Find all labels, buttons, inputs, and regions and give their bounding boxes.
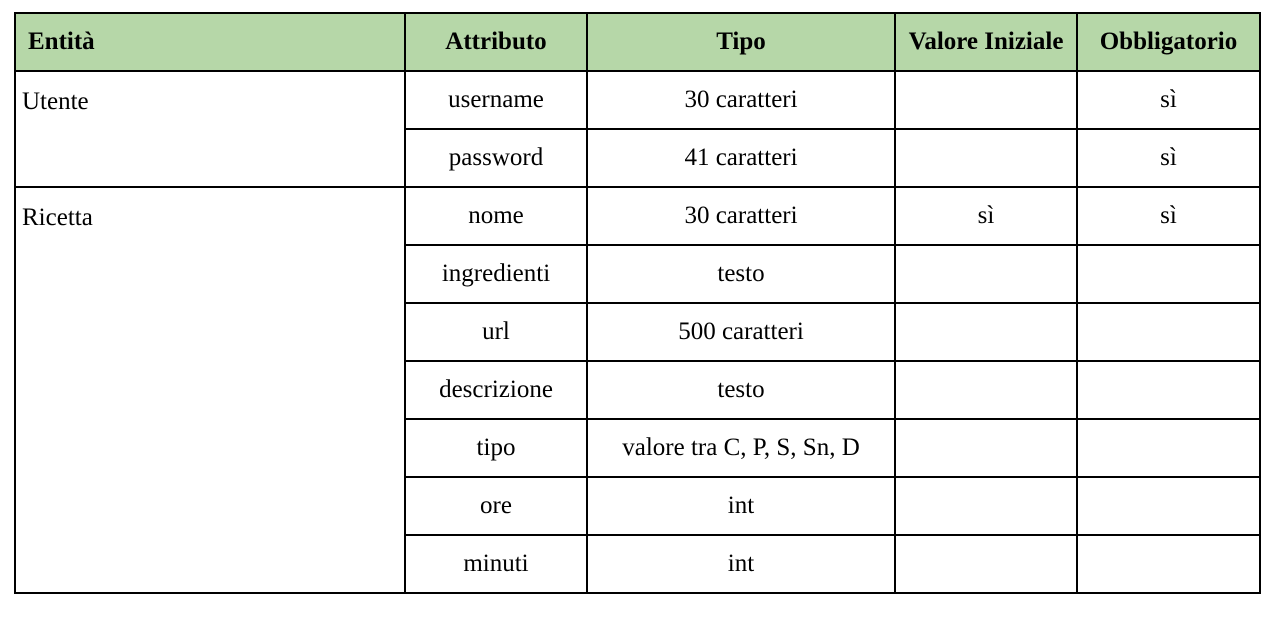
header-entita: Entità (14, 12, 406, 72)
table-row: Ricetta nome 30 caratteri sì sì (14, 186, 1261, 594)
type-cell: 30 caratteri (586, 70, 896, 130)
header-obbligatorio: Obbligatorio (1076, 12, 1261, 72)
initial-value-cell (894, 360, 1078, 420)
required-cell: sì (1076, 186, 1261, 246)
attribute-cell: username (404, 70, 588, 130)
header-attributo: Attributo (404, 12, 588, 72)
initial-value-cell (894, 534, 1078, 594)
type-cell: 30 caratteri (586, 186, 896, 246)
initial-value-cell: sì (894, 186, 1078, 246)
initial-value-cell (894, 244, 1078, 304)
type-cell: testo (586, 360, 896, 420)
attribute-cell: tipo (404, 418, 588, 478)
attribute-cell: minuti (404, 534, 588, 594)
type-cell: int (586, 476, 896, 536)
table-row: password 41 caratteri sì (15, 128, 1261, 188)
entity-cell-utente: Utente (14, 70, 406, 188)
header-tipo: Tipo (586, 12, 896, 72)
attribute-cell: nome (404, 186, 588, 246)
table-row: descrizione testo (15, 360, 1261, 420)
type-cell: 500 caratteri (586, 302, 896, 362)
required-cell (1076, 534, 1261, 594)
attribute-cell: ore (404, 476, 588, 536)
initial-value-cell (894, 302, 1078, 362)
initial-value-cell (894, 476, 1078, 536)
table-row: url 500 caratteri (15, 302, 1261, 362)
required-cell: sì (1076, 128, 1261, 188)
required-cell (1076, 244, 1261, 304)
type-cell: int (586, 534, 896, 594)
entity-attribute-table: Entità Attributo Tipo Valore Iniziale Ob… (14, 12, 1261, 594)
entity-cell-ricetta: Ricetta (14, 186, 406, 594)
header-row: Entità Attributo Tipo Valore Iniziale Ob… (14, 12, 1261, 72)
header-valore-iniziale: Valore Iniziale (894, 12, 1078, 72)
initial-value-cell (894, 128, 1078, 188)
attribute-cell: descrizione (404, 360, 588, 420)
type-cell: testo (586, 244, 896, 304)
type-cell: valore tra C, P, S, Sn, D (586, 418, 896, 478)
attribute-cell: password (404, 128, 588, 188)
type-cell: 41 caratteri (586, 128, 896, 188)
required-cell: sì (1076, 70, 1261, 130)
attribute-cell: url (404, 302, 588, 362)
required-cell (1076, 360, 1261, 420)
required-cell (1076, 302, 1261, 362)
required-cell (1076, 418, 1261, 478)
table-row: Utente username 30 caratteri sì (14, 70, 1261, 188)
table-row: ingredienti testo (15, 244, 1261, 304)
table-row: ore int (15, 476, 1261, 536)
attribute-cell: ingredienti (404, 244, 588, 304)
initial-value-cell (894, 418, 1078, 478)
table-row: minuti int (15, 534, 1261, 594)
required-cell (1076, 476, 1261, 536)
table-row: tipo valore tra C, P, S, Sn, D (15, 418, 1261, 478)
initial-value-cell (894, 70, 1078, 130)
